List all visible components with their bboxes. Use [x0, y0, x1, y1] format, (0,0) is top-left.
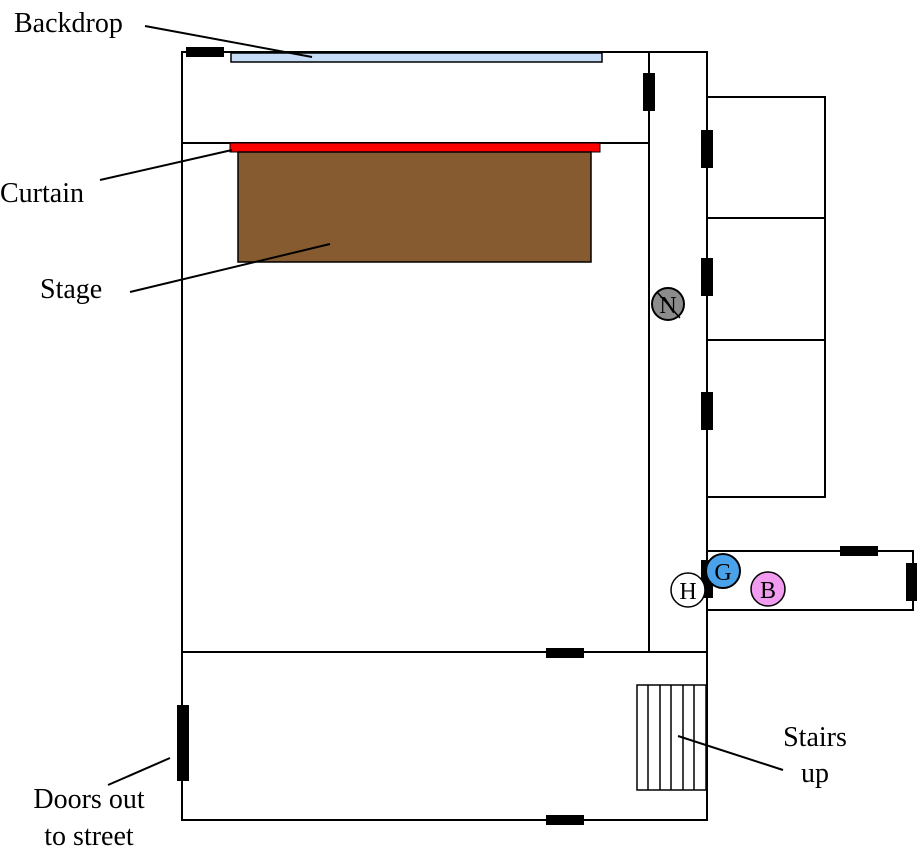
stairs-label: Stairs up	[770, 724, 860, 788]
side-room-2	[706, 217, 826, 341]
marker-g-text: G	[714, 560, 731, 586]
doors-label: Doors out to street	[14, 786, 164, 851]
curtain-bar	[229, 142, 601, 153]
stage-leader	[129, 243, 331, 293]
side-room-1	[706, 96, 826, 219]
door	[840, 546, 878, 556]
stairs-label-line1: Stairs	[783, 722, 847, 753]
marker-n: N	[651, 287, 685, 321]
marker-h-text: H	[679, 579, 696, 605]
marker-b: B	[750, 571, 786, 607]
door	[643, 73, 655, 111]
door	[701, 392, 713, 430]
backdrop-label: Backdrop	[14, 8, 123, 39]
door	[177, 743, 189, 781]
backdrop-leader	[144, 25, 313, 58]
marker-b-text: B	[760, 578, 776, 604]
door	[186, 47, 224, 57]
leader-lines	[99, 25, 784, 786]
stairs-label-line2: up	[801, 758, 829, 789]
marker-n-slash	[656, 291, 681, 319]
doors-leader	[107, 757, 171, 786]
marker-h: H	[670, 572, 706, 608]
stage-label: Stage	[40, 274, 103, 305]
stairs	[636, 684, 707, 791]
marker-g-circle	[705, 553, 741, 589]
stage-platform	[237, 151, 592, 263]
door	[546, 648, 584, 658]
door	[906, 563, 917, 601]
doors-label-line1: Doors out	[33, 784, 145, 815]
doors-label-line2: to street	[44, 821, 134, 852]
marker-h-circle	[670, 572, 706, 608]
backdrop-bar	[230, 52, 603, 63]
curtain-leader	[99, 149, 233, 181]
door	[546, 815, 584, 825]
marker-b-circle	[750, 571, 786, 607]
stairs-leader	[677, 735, 784, 771]
side-room-3	[706, 339, 826, 498]
curtain-label: Curtain	[0, 178, 84, 209]
door	[701, 130, 713, 168]
door	[701, 258, 713, 296]
marker-g: G	[705, 553, 741, 589]
door	[177, 705, 189, 743]
